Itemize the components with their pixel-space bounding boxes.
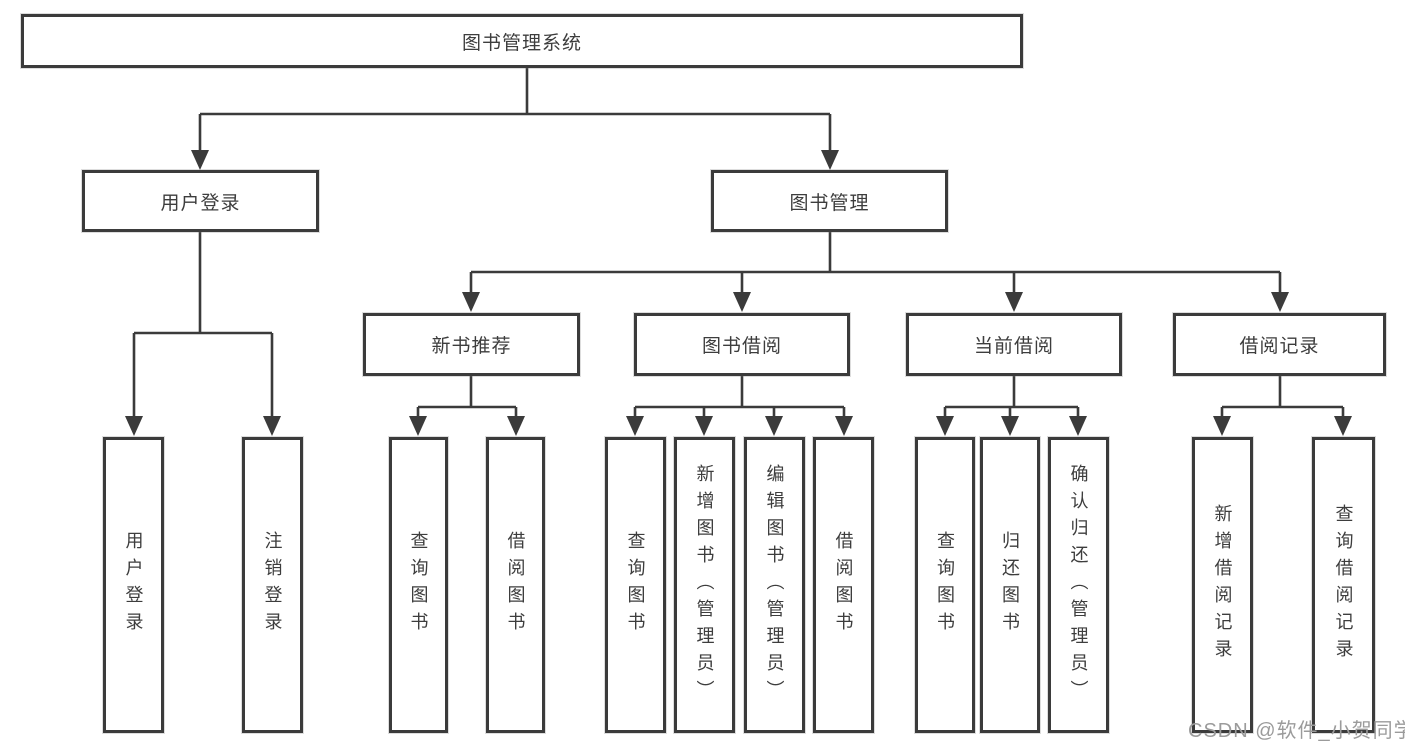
node-borrowing-records: 借阅记录 (1173, 313, 1386, 376)
node-label: 图书借阅 (701, 336, 782, 357)
node-label: 图书管理 (789, 192, 870, 214)
node-label: 注销登录 (262, 531, 283, 639)
node-label: 借阅图书 (505, 531, 526, 639)
leaf-return-books: 归还图书 (980, 437, 1040, 733)
csdn-watermark: CSDN @软件_小贺同学 (1188, 720, 1405, 742)
node-label: 查询图书 (935, 531, 955, 639)
node-label: 用户登录 (160, 192, 241, 214)
arrowheads (125, 150, 1352, 436)
node-book-borrowing: 图书借阅 (634, 313, 850, 376)
node-label: 借阅记录 (1239, 336, 1320, 357)
node-label: 当前借阅 (973, 336, 1054, 357)
node-label: 归还图书 (1000, 531, 1020, 639)
node-label: 新增借阅记录 (1212, 504, 1233, 666)
node-label: 查询借阅记录 (1333, 504, 1354, 666)
leaf-query-books-2: 查询图书 (605, 437, 666, 733)
leaf-query-borrow-record: 查询借阅记录 (1312, 437, 1375, 733)
node-label: 图书管理系统 (461, 32, 582, 54)
leaf-logout: 注销登录 (242, 437, 303, 733)
leaf-query-books-3: 查询图书 (915, 437, 975, 733)
node-label: 确认归还（管理员） (1068, 463, 1089, 707)
leaf-add-borrow-record: 新增借阅记录 (1192, 437, 1253, 733)
leaf-borrow-books-2: 借阅图书 (813, 437, 874, 733)
node-label: 编辑图书（管理员） (764, 463, 785, 707)
node-user-login-branch: 用户登录 (82, 170, 319, 232)
node-label: 新增图书（管理员） (694, 463, 715, 707)
leaf-user-login: 用户登录 (103, 437, 164, 733)
leaf-borrow-books-1: 借阅图书 (486, 437, 545, 733)
node-new-book-recommendation: 新书推荐 (363, 313, 580, 376)
leaf-edit-books-admin: 编辑图书（管理员） (744, 437, 805, 733)
node-label: 用户登录 (123, 531, 144, 639)
node-label: 查询图书 (625, 531, 646, 639)
node-label: 新书推荐 (431, 336, 512, 357)
leaf-add-books-admin: 新增图书（管理员） (674, 437, 735, 733)
leaf-confirm-return-admin: 确认归还（管理员） (1048, 437, 1109, 733)
node-label: 借阅图书 (833, 531, 854, 639)
node-library-management-system: 图书管理系统 (21, 14, 1023, 68)
node-book-management-branch: 图书管理 (711, 170, 948, 232)
node-current-borrowing: 当前借阅 (906, 313, 1122, 376)
leaf-query-books-1: 查询图书 (389, 437, 448, 733)
node-label: 查询图书 (408, 531, 429, 639)
